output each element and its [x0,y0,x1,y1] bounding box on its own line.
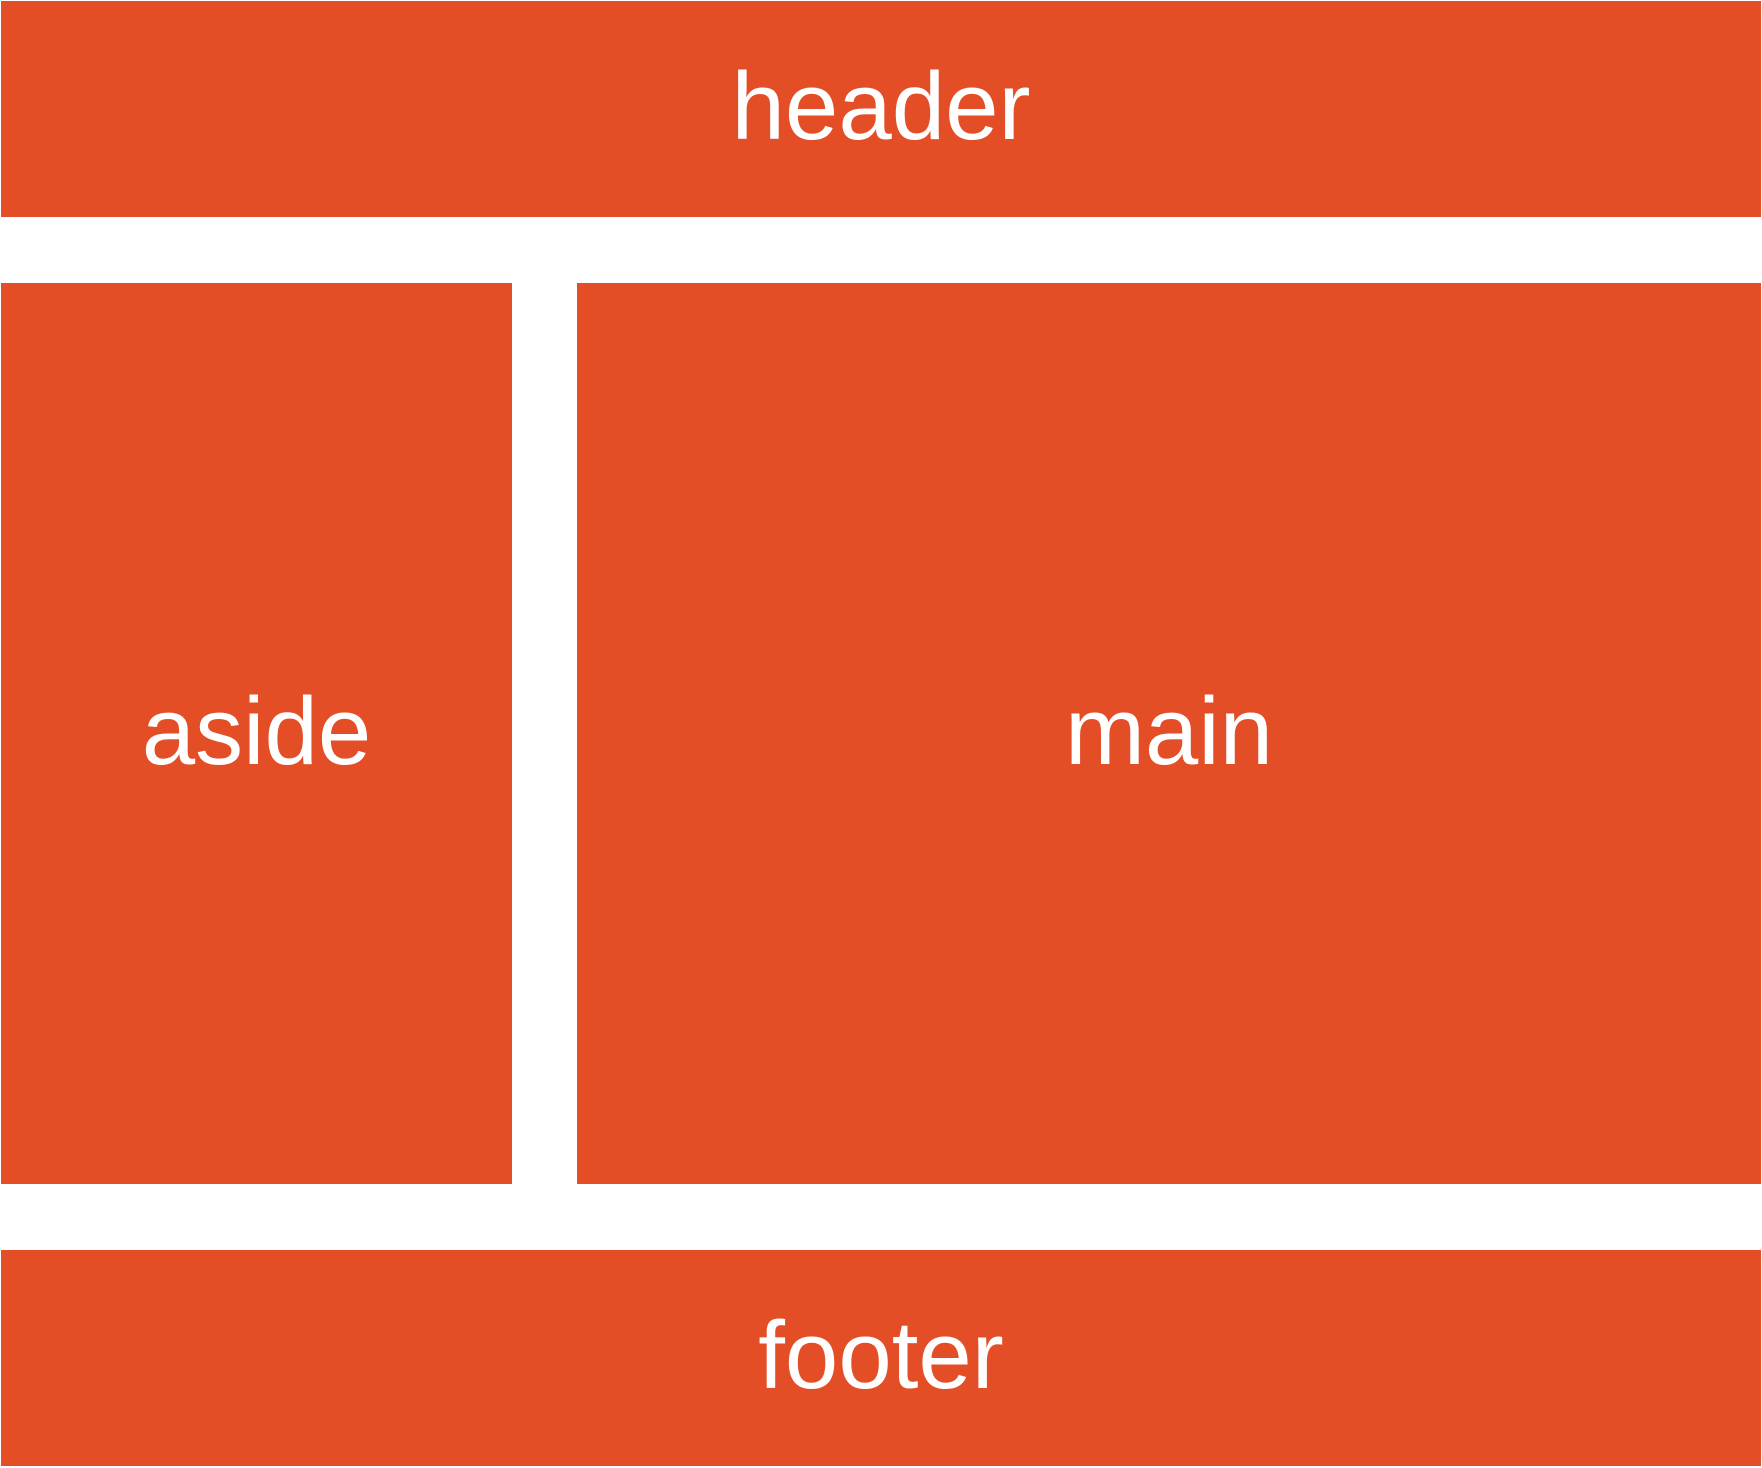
header-label: header [731,53,1031,160]
aside-label: aside [141,677,372,785]
main-region: main [577,283,1761,1184]
header-region: header [1,1,1761,217]
aside-region: aside [1,283,512,1184]
main-label: main [1064,677,1274,785]
footer-region: footer [1,1250,1761,1466]
footer-label: footer [758,1302,1004,1409]
